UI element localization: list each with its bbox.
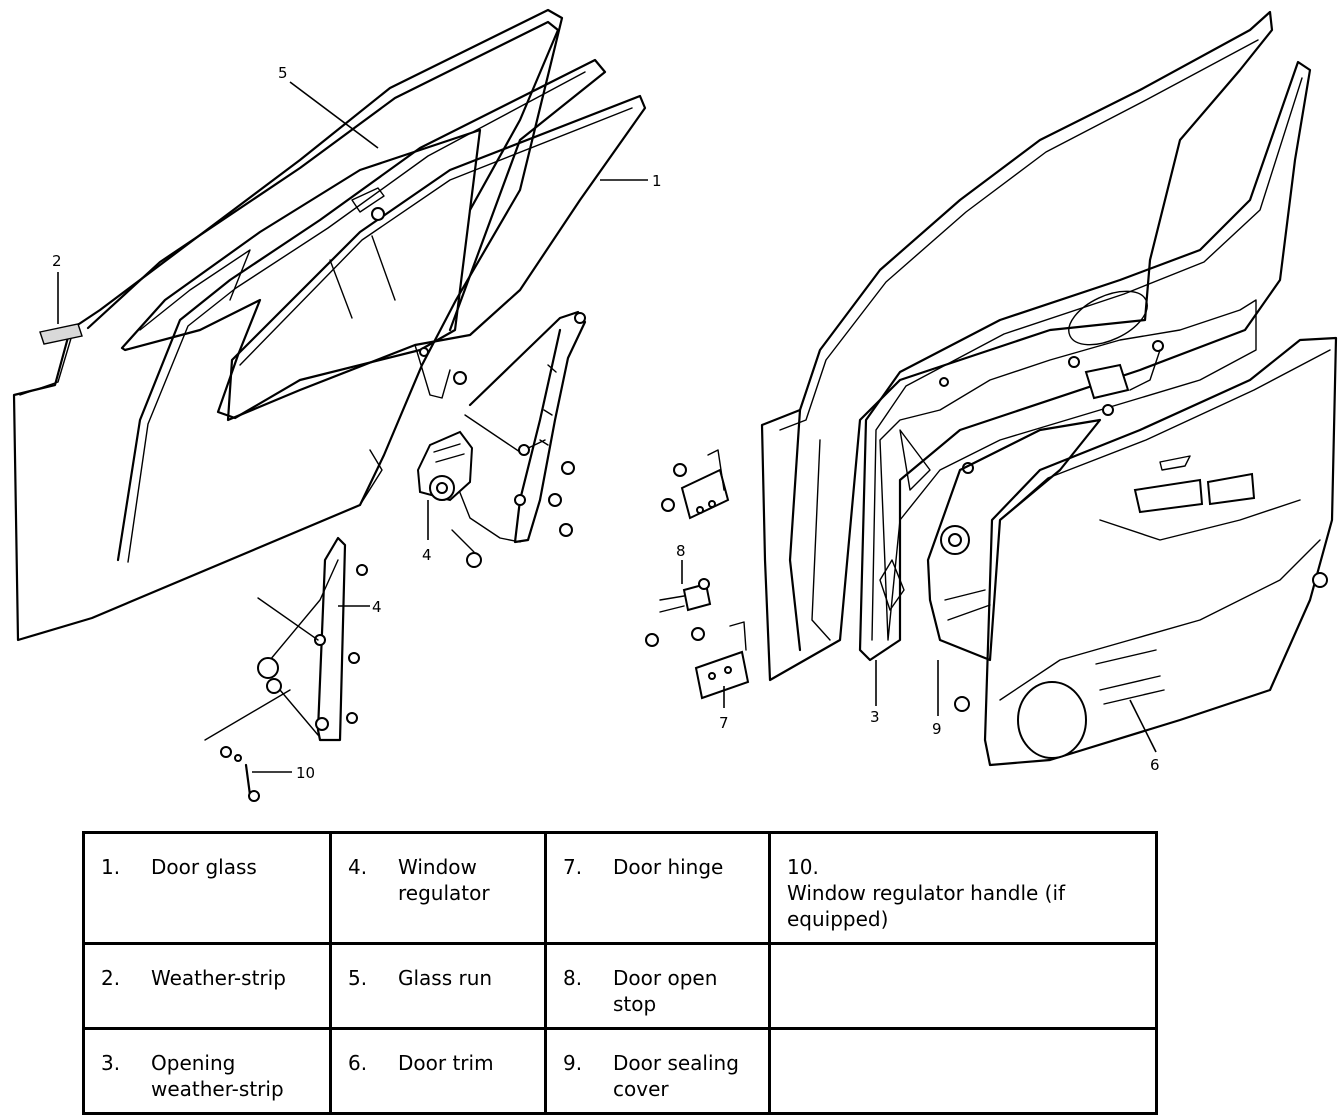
legend-cell: 1. Door glass — [82, 831, 332, 945]
legend-row: 2. Weather-strip 5. Glass run 8. Door open … — [82, 942, 1158, 1030]
legend-cell: 10.Window regulator handle (if equipped) — [768, 831, 1158, 945]
legend-label: Weather-strip — [151, 966, 286, 990]
legend-label: Glass run — [398, 966, 493, 990]
legend-label: Door hinge — [613, 855, 724, 879]
callout-4b: 4 — [372, 598, 382, 616]
legend-number: 2. — [101, 966, 121, 990]
callout-5: 5 — [278, 64, 288, 82]
legend-label: Door trim — [398, 1051, 494, 1075]
callout-2: 2 — [52, 252, 62, 270]
legend-number: 6. — [348, 1051, 368, 1075]
legend-number: 9. — [563, 1051, 583, 1075]
leader-lines — [57, 81, 1157, 773]
callout-labels: 1 2 3 4 4 5 6 7 8 9 10 — [52, 64, 1160, 782]
legend-cell — [768, 1027, 1158, 1115]
callout-3: 3 — [870, 708, 880, 726]
left-door-assembly — [12, 8, 647, 642]
legend-label: Opening weather-strip — [151, 1051, 284, 1101]
legend-label: Door sealing cover — [613, 1051, 739, 1101]
parts-legend-table: 1. Door glass 4. Window regulator 7. Door h… — [82, 831, 1158, 1115]
legend-label: Door glass — [151, 855, 257, 879]
callout-4a: 4 — [422, 546, 432, 564]
legend-cell: 9. Door sealing cover — [544, 1027, 771, 1115]
legend-cell: 3. Opening weather-strip — [82, 1027, 332, 1115]
legend-row: 1. Door glass 4. Window regulator 7. Door h… — [82, 831, 1158, 945]
legend-label: Door open stop — [613, 966, 718, 1016]
legend-cell: 7. Door hinge — [544, 831, 771, 945]
door-exploded-diagram: 1 2 3 4 4 5 6 7 8 9 10 — [12, 8, 1338, 802]
legend-number: 8. — [563, 966, 583, 990]
legend-number: 5. — [348, 966, 368, 990]
legend-number: 10. — [787, 855, 819, 879]
legend-number: 1. — [101, 855, 121, 879]
manual-window-regulator — [204, 536, 368, 802]
callout-1: 1 — [652, 172, 662, 190]
legend-label: Window regulator — [398, 855, 490, 905]
callout-10: 10 — [296, 764, 315, 782]
legend-cell: 5. Glass run — [329, 942, 547, 1030]
right-door-assembly — [760, 10, 1338, 767]
legend-cell: 6. Door trim — [329, 1027, 547, 1115]
power-window-regulator — [416, 310, 587, 568]
callout-6: 6 — [1150, 756, 1160, 774]
legend-cell — [768, 942, 1158, 1030]
legend-cell: 2. Weather-strip — [82, 942, 332, 1030]
hinge-and-stop-parts — [645, 449, 750, 700]
legend-number: 7. — [563, 855, 583, 879]
legend-number: 4. — [348, 855, 368, 879]
legend-number: 3. — [101, 1051, 121, 1075]
callout-9: 9 — [932, 720, 942, 738]
callout-7: 7 — [719, 714, 729, 732]
callout-8: 8 — [676, 542, 686, 560]
legend-cell: 4. Window regulator — [329, 831, 547, 945]
legend-label: Window regulator handle (if equipped) — [787, 881, 1066, 931]
legend-row: 3. Opening weather-strip 6. Door trim 9. Do… — [82, 1027, 1158, 1115]
legend-cell: 8. Door open stop — [544, 942, 771, 1030]
